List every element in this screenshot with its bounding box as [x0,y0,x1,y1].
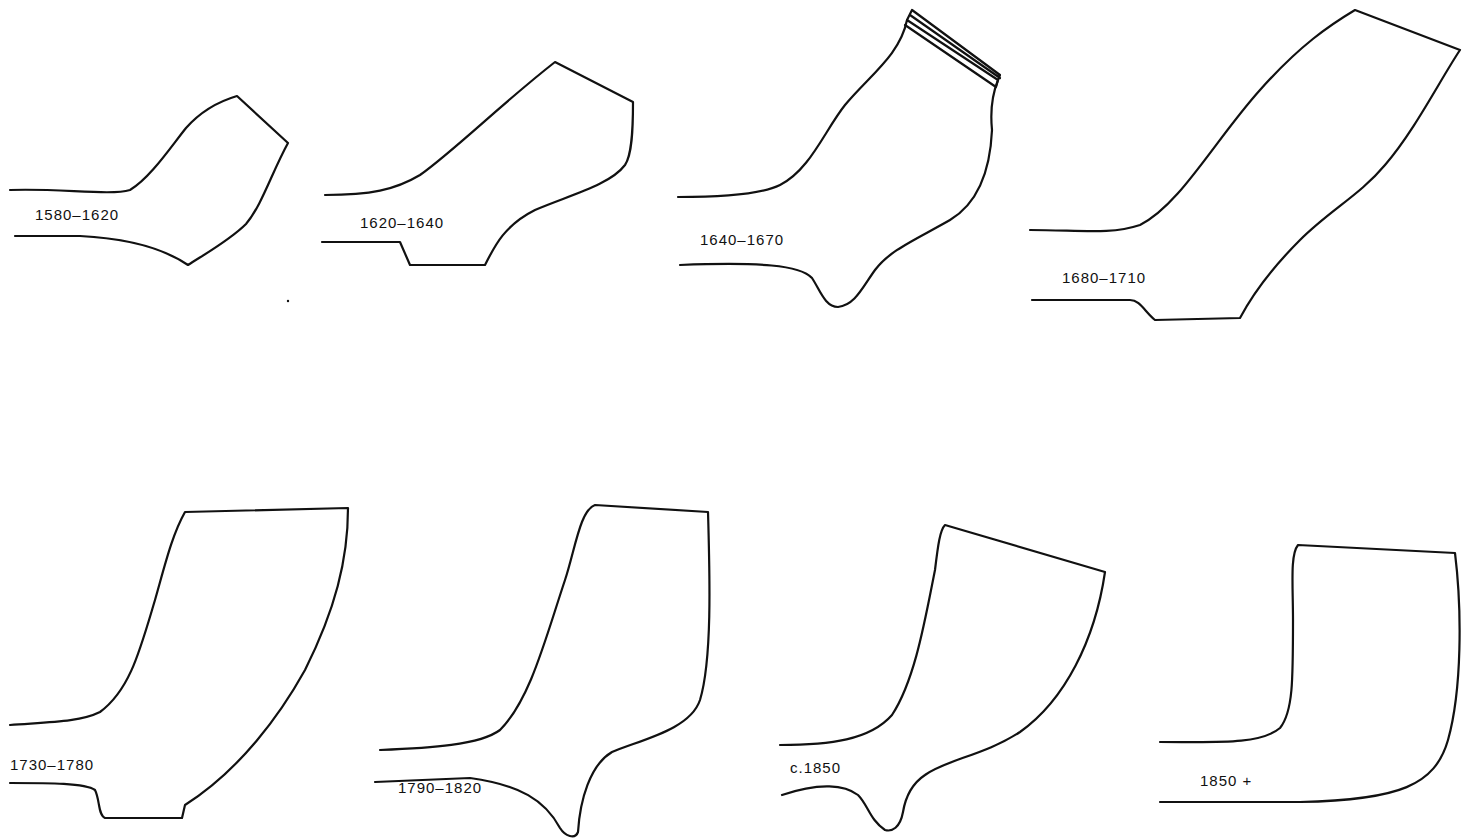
pipe-bowl [322,62,633,265]
date-label: 1790–1820 [398,780,482,795]
pipe-bowl [10,96,288,265]
date-label: 1580–1620 [35,207,119,222]
pipe-rim [905,10,1000,87]
pipe-bowl [1030,10,1460,320]
date-label: 1640–1670 [700,232,784,247]
date-label: 1620–1640 [360,215,444,230]
date-label: 1730–1780 [10,757,94,772]
pipe-bowl [375,505,710,836]
date-label: c.1850 [790,760,841,775]
date-label: 1850 + [1200,773,1252,788]
pipe-bowl [10,508,348,818]
speck [287,300,289,302]
date-label: 1680–1710 [1062,270,1146,285]
pipe-bowl [780,525,1105,830]
pipe-bowl [1160,545,1460,802]
pipe-bowl [678,20,998,307]
